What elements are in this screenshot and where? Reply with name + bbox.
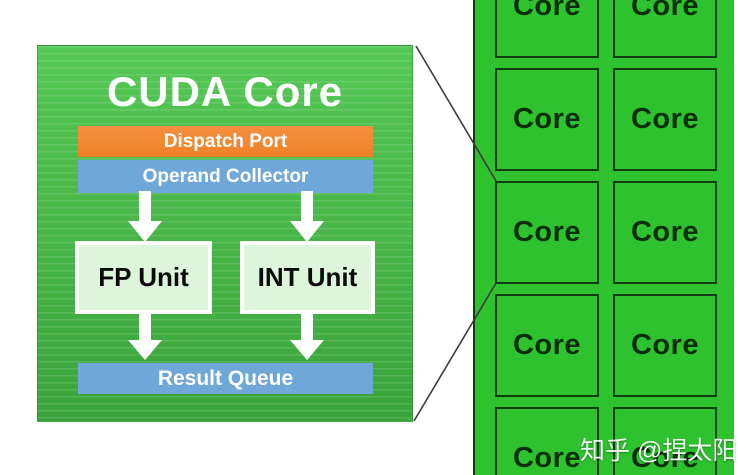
int-unit-block: INT Unit: [240, 241, 375, 314]
fp-unit-label: FP Unit: [98, 262, 189, 292]
core-cell: Core: [613, 68, 717, 171]
operand-collector-label: Operand Collector: [142, 165, 309, 187]
cuda-core-box: CUDA Core Dispatch Port Operand Collecto…: [37, 45, 413, 422]
operand-collector-block: Operand Collector: [78, 160, 373, 193]
result-queue-label: Result Queue: [157, 366, 294, 390]
result-queue-block: Result Queue: [78, 363, 373, 394]
fp-unit-block: FP Unit: [75, 241, 212, 314]
core-cell: Core: [613, 294, 717, 397]
core-cell: Core: [613, 181, 717, 284]
core-cell: Core: [613, 0, 717, 58]
core-cell: Core: [495, 0, 599, 58]
core-cell: Core: [495, 181, 599, 284]
core-cell: Core: [613, 407, 717, 475]
cuda-core-title: CUDA Core: [106, 68, 344, 115]
dispatch-port-block: Dispatch Port: [78, 126, 373, 157]
core-cell: Core: [495, 407, 599, 475]
core-cell: Core: [495, 68, 599, 171]
core-cell: Core: [495, 294, 599, 397]
dispatch-port-label: Dispatch Port: [163, 130, 288, 152]
watermark: 知乎 @捏太阳: [580, 437, 738, 465]
int-unit-label: INT Unit: [257, 262, 358, 292]
